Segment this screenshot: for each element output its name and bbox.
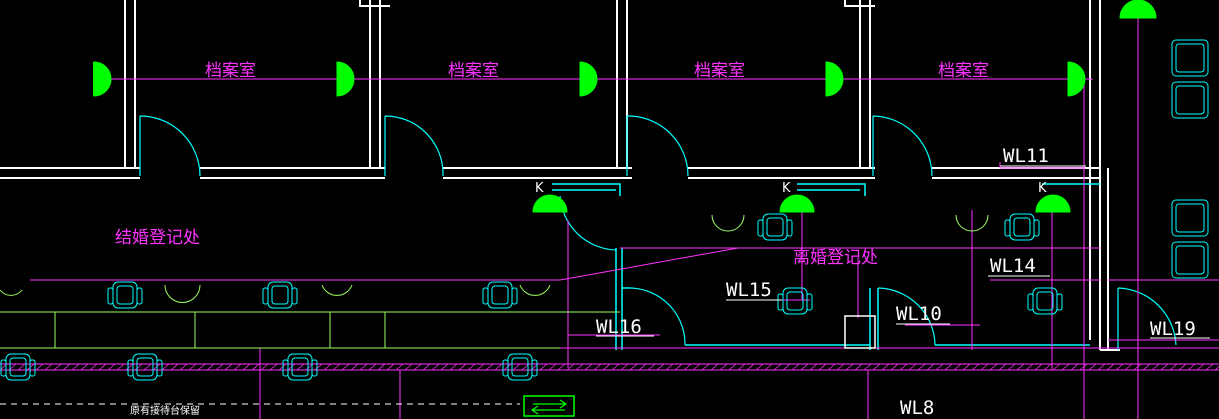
circuit-label-wl16: WL16 — [596, 316, 642, 338]
circuit-label-wl14: WL14 — [990, 255, 1036, 277]
distribution-box — [844, 315, 876, 349]
chair-icon — [127, 353, 163, 381]
chair-icon — [0, 353, 36, 381]
circuit-label-wl19: WL19 — [1150, 318, 1196, 340]
switch-mark-3: K — [1038, 181, 1047, 196]
partitions — [552, 183, 1100, 350]
ceiling-light-icon — [532, 194, 568, 213]
ceiling-light-icon — [1035, 194, 1071, 213]
circuit-label-wl15: WL15 — [726, 279, 772, 301]
counters — [0, 214, 989, 349]
fixtures — [93, 0, 1157, 213]
door-archive-2 — [384, 115, 444, 177]
room-label-archive-1: 档案室 — [205, 61, 256, 81]
ceiling-light-icon — [1119, 0, 1157, 19]
circuit-label-wl8: WL8 — [900, 397, 934, 419]
chair-icon — [777, 287, 813, 315]
door-divorce-office-2 — [877, 287, 936, 346]
wall-light-icon — [336, 61, 355, 97]
door-archive-4 — [872, 115, 933, 177]
walls — [0, 0, 1120, 351]
room-label-marriage: 结婚登记处 — [115, 228, 200, 248]
chair-icon — [1004, 213, 1040, 241]
chair-icon — [482, 281, 518, 309]
door-divorce-office-1 — [629, 287, 686, 346]
door-archive-3 — [626, 115, 689, 177]
room-label-divorce: 离婚登记处 — [793, 248, 878, 268]
circuit-label-wl11: WL11 — [1003, 145, 1049, 167]
room-label-archive-2: 档案室 — [448, 61, 499, 81]
wall-light-icon — [825, 61, 844, 97]
chair-icon — [282, 353, 318, 381]
chair-icon — [107, 281, 143, 309]
door-archive-1 — [139, 115, 201, 177]
chair-icon — [1027, 287, 1063, 315]
room-label-archive-4: 档案室 — [938, 61, 989, 81]
chairs — [0, 213, 1063, 381]
wiring-bottom — [259, 348, 1085, 419]
switch-mark-1: K — [535, 181, 544, 196]
wall-light-icon — [93, 61, 112, 97]
wall-light-icon — [579, 61, 598, 97]
switch-mark-2: K — [782, 181, 791, 196]
wall-light-icon — [1067, 61, 1086, 97]
note-retained-counter: 原有接待台保留 — [130, 404, 200, 417]
cabinets — [1171, 39, 1209, 279]
label-leaders — [596, 165, 1210, 339]
exit-sign-icon — [523, 395, 575, 417]
hatch-strip — [0, 363, 1219, 371]
chair-icon — [757, 213, 793, 241]
circuit-label-wl10: WL10 — [896, 303, 942, 325]
chair-icon — [262, 281, 298, 309]
room-label-archive-3: 档案室 — [694, 61, 745, 81]
ceiling-light-icon — [779, 194, 815, 213]
wiring — [0, 18, 1219, 419]
chair-icon — [502, 353, 538, 381]
